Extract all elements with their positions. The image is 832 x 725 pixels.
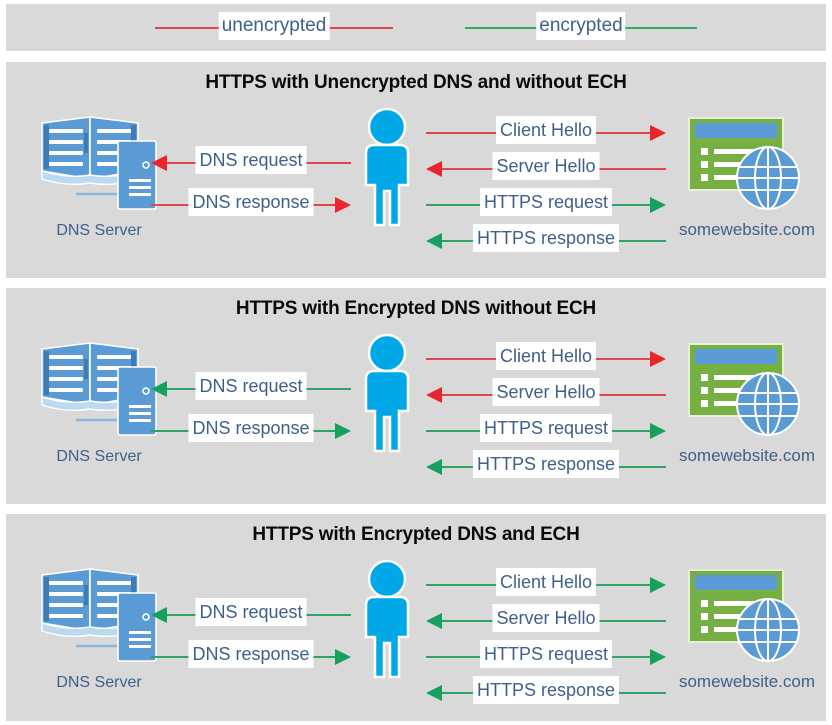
arrow-dns-response-2: DNS response xyxy=(151,414,351,446)
arrow-label: Server Hello xyxy=(492,152,600,180)
arrow-label: HTTPS request xyxy=(479,414,613,442)
arrow-dns-response-3: DNS response xyxy=(151,640,351,672)
arrow-head-left xyxy=(426,685,442,701)
globe-icon xyxy=(736,598,800,662)
arrow-head-left xyxy=(426,161,442,177)
arrow-https-response-2: HTTPS response xyxy=(426,450,666,482)
panel-title-2: HTTPS with Encrypted DNS without ECH xyxy=(235,298,597,319)
dns-server-label-3: DNS Server xyxy=(56,674,142,691)
website-label-1: somewebsite.com xyxy=(678,220,816,239)
arrow-head-left xyxy=(426,233,442,249)
arrow-client-hello-1: Client Hello xyxy=(426,116,666,148)
arrow-label: DNS request xyxy=(195,598,307,626)
arrow-label: HTTPS response xyxy=(472,224,620,252)
arrow-dns-request-1: DNS request xyxy=(151,146,351,178)
arrow-head-left xyxy=(426,459,442,475)
arrow-label: DNS response xyxy=(188,188,314,216)
website-browser-globe-icon xyxy=(688,569,800,662)
arrow-label: Client Hello xyxy=(495,116,597,144)
legend-item-unencrypted: unencrypted xyxy=(155,4,393,51)
arrow-label: Server Hello xyxy=(492,604,600,632)
user-person-icon xyxy=(364,107,410,227)
website-browser-globe-icon xyxy=(688,117,800,210)
arrow-head-right xyxy=(650,125,666,141)
arrow-server-hello-1: Server Hello xyxy=(426,152,666,184)
arrow-head-right xyxy=(335,649,351,665)
dns-server-label-2: DNS Server xyxy=(56,448,142,465)
legend-label-encrypted: encrypted xyxy=(536,12,626,40)
globe-icon xyxy=(736,372,800,436)
legend-item-encrypted: encrypted xyxy=(465,4,697,51)
arrow-dns-request-3: DNS request xyxy=(151,598,351,630)
scenario-panel-1: HTTPS with Unencrypted DNS and without E… xyxy=(6,62,826,278)
arrow-https-response-1: HTTPS response xyxy=(426,224,666,256)
panel-title-1: HTTPS with Unencrypted DNS and without E… xyxy=(205,72,627,93)
arrow-head-left xyxy=(426,387,442,403)
arrow-label: Client Hello xyxy=(495,342,597,370)
dns-server-label-1: DNS Server xyxy=(56,222,142,239)
arrow-head-right xyxy=(650,577,666,593)
panel-title-3: HTTPS with Encrypted DNS and ECH xyxy=(252,524,580,545)
user-person-icon xyxy=(364,333,410,453)
dns-server-icon xyxy=(36,335,156,440)
arrow-https-response-3: HTTPS response xyxy=(426,676,666,708)
arrow-label: HTTPS request xyxy=(479,640,613,668)
arrow-head-right xyxy=(335,197,351,213)
scenario-panel-2: HTTPS with Encrypted DNS without ECH xyxy=(6,288,826,504)
arrow-label: DNS response xyxy=(188,640,314,668)
arrow-dns-request-2: DNS request xyxy=(151,372,351,404)
arrow-dns-response-1: DNS response xyxy=(151,188,351,220)
arrow-label: Server Hello xyxy=(492,378,600,406)
arrow-head-left xyxy=(151,607,167,623)
website-browser-globe-icon xyxy=(688,343,800,436)
server-tower-icon xyxy=(117,366,157,436)
arrow-head-left xyxy=(151,381,167,397)
dns-connector-line xyxy=(76,644,120,648)
arrow-head-right xyxy=(650,197,666,213)
arrow-label: HTTPS response xyxy=(472,450,620,478)
arrow-head-right xyxy=(335,423,351,439)
arrow-https-request-3: HTTPS request xyxy=(426,640,666,672)
arrow-label: Client Hello xyxy=(495,568,597,596)
arrow-label: DNS request xyxy=(195,372,307,400)
arrow-https-request-1: HTTPS request xyxy=(426,188,666,220)
arrow-label: HTTPS response xyxy=(472,676,620,704)
arrow-head-right xyxy=(650,649,666,665)
legend-panel: unencrypted encrypted xyxy=(6,4,826,51)
server-tower-icon xyxy=(117,592,157,662)
arrow-label: DNS response xyxy=(188,414,314,442)
dns-connector-line xyxy=(76,418,120,422)
arrow-server-hello-2: Server Hello xyxy=(426,378,666,410)
arrow-https-request-2: HTTPS request xyxy=(426,414,666,446)
arrow-server-hello-3: Server Hello xyxy=(426,604,666,636)
arrow-label: DNS request xyxy=(195,146,307,174)
arrow-head-right xyxy=(650,351,666,367)
arrow-client-hello-2: Client Hello xyxy=(426,342,666,374)
arrow-head-right xyxy=(650,423,666,439)
legend-label-unencrypted: unencrypted xyxy=(218,12,330,40)
server-tower-icon xyxy=(117,140,157,210)
user-person-icon xyxy=(364,559,410,679)
arrow-label: HTTPS request xyxy=(479,188,613,216)
scenario-panel-3: HTTPS with Encrypted DNS and ECH xyxy=(6,514,826,721)
website-label-3: somewebsite.com xyxy=(678,672,816,691)
arrow-head-left xyxy=(426,613,442,629)
arrow-head-left xyxy=(151,155,167,171)
website-label-2: somewebsite.com xyxy=(678,446,816,465)
globe-icon xyxy=(736,146,800,210)
arrow-client-hello-3: Client Hello xyxy=(426,568,666,600)
